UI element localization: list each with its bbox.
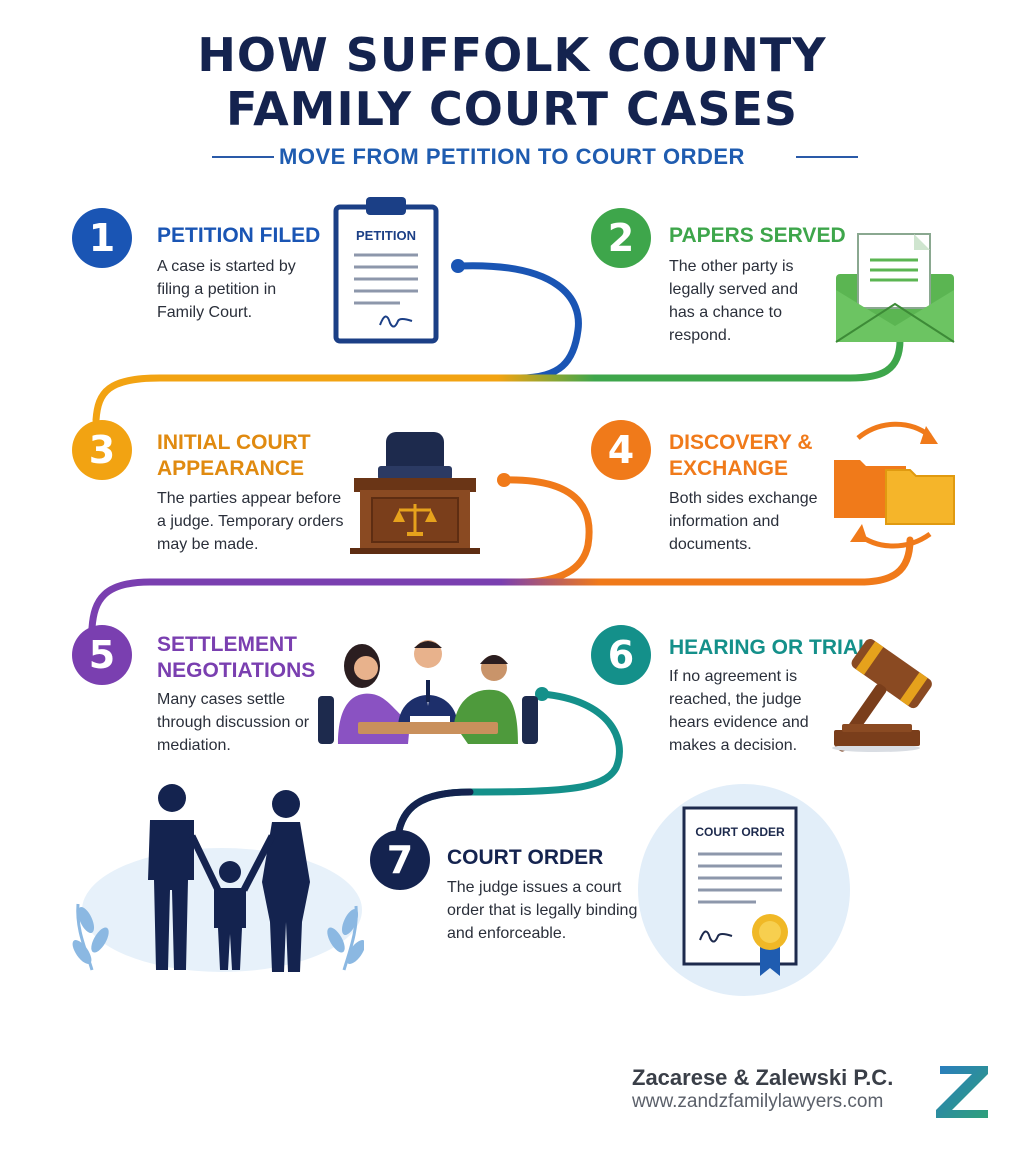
step-2-number: 2 xyxy=(591,208,651,268)
path-segment-2 xyxy=(92,336,904,424)
step-4-number: 4 xyxy=(591,420,651,480)
step-7-description: The judge issues a court order that is l… xyxy=(447,879,638,942)
step-1-description: A case is started by filing a petition i… xyxy=(157,258,296,321)
step-7-number: 7 xyxy=(370,830,430,890)
step-7-heading: COURT ORDER xyxy=(447,846,604,869)
step-1-heading: PETITION FILED xyxy=(157,224,321,247)
title-line-2: FAMILY COURT CASES xyxy=(225,82,799,136)
path-segment-3 xyxy=(500,476,593,586)
firm-name: Zacarese & Zalewski P.C. xyxy=(632,1065,894,1090)
path-segment-6 xyxy=(394,788,474,840)
envelope-letter-icon xyxy=(835,233,955,343)
step-5-description: Many cases settle through discussion or … xyxy=(157,691,310,754)
petition-clipboard-icon: PETITION xyxy=(333,197,439,344)
path-dot-6 xyxy=(535,687,549,701)
family-silhouette-icon xyxy=(72,784,364,972)
firm-logo-z-icon xyxy=(936,1066,988,1118)
court-order-doc-label: COURT ORDER xyxy=(695,825,785,839)
step-2-description: The other party is legally served and ha… xyxy=(669,258,798,344)
step-6-number: 6 xyxy=(591,625,651,685)
step-3-heading: INITIAL COURT APPEARANCE xyxy=(157,431,311,480)
step-6-heading: HEARING OR TRIAL xyxy=(669,636,871,659)
step-4-heading: DISCOVERY & EXCHANGE xyxy=(669,431,813,480)
step-5-heading: SETTLEMENT NEGOTIATIONS xyxy=(157,633,316,682)
path-segment-4 xyxy=(88,536,914,632)
title-line-1: HOW SUFFOLK COUNTY xyxy=(197,28,827,82)
firm-website: www.zandzfamilylawyers.com xyxy=(632,1091,884,1112)
step-5-number: 5 xyxy=(72,625,132,685)
petition-doc-label: PETITION xyxy=(356,228,416,243)
judge-bench-icon xyxy=(350,432,480,554)
step-6-description: If no agreement is reached, the judge he… xyxy=(669,668,809,754)
path-start-dot xyxy=(451,259,465,273)
court-order-document-icon: COURT ORDER xyxy=(638,784,850,996)
step-2-heading: PAPERS SERVED xyxy=(669,224,846,247)
gavel-icon xyxy=(832,639,932,752)
step-3-number: 3 xyxy=(72,420,132,480)
subtitle: MOVE FROM PETITION TO COURT ORDER xyxy=(279,144,745,169)
path-segment-1 xyxy=(454,262,582,382)
path-dot-3 xyxy=(497,473,511,487)
mediation-meeting-icon xyxy=(318,640,538,744)
exchange-folders-icon xyxy=(834,421,955,549)
subtitle-row: MOVE FROM PETITION TO COURT ORDER xyxy=(0,142,1024,172)
step-3-description: The parties appear before a judge. Tempo… xyxy=(157,490,344,553)
step-4-description: Both sides exchange information and docu… xyxy=(669,490,818,553)
subtitle-rule-left xyxy=(212,156,274,158)
subtitle-rule-right xyxy=(796,156,858,158)
step-1-number: 1 xyxy=(72,208,132,268)
